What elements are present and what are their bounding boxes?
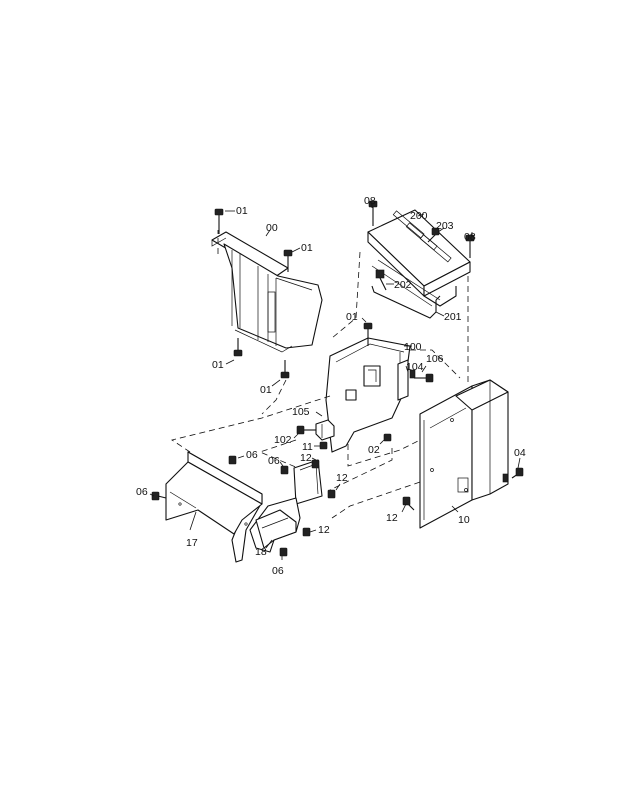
label-12: 12 [336,472,348,484]
bolt-06-c [151,491,167,501]
bolt-12-c [302,527,311,537]
bolt-02 [383,433,392,442]
label-00: 00 [266,222,278,234]
label-08: 08 [364,195,376,207]
label-202: 202 [394,279,412,291]
bolt-06-d [279,547,288,557]
label-10: 10 [458,514,470,526]
label-06: 06 [268,455,280,467]
cover-panel-18 [249,497,301,553]
label-01: 01 [301,242,313,254]
bolt-01-bottom [280,360,290,379]
bolt-01-bottom-left [233,338,243,357]
bolt-12-box [402,496,415,511]
bolt-01-top [214,208,224,234]
bolt-06-b [280,465,289,475]
bolt-01-right [283,249,293,272]
clip-104 [409,369,416,379]
rod-201 [371,285,441,319]
bolt-12-b [327,489,336,499]
cover-panel-17 [165,451,263,563]
bolt-01-center [363,322,373,346]
label-18: 18 [255,546,267,558]
cover-panel-00 [211,231,323,353]
leader-lines [149,204,521,560]
label-04: 04 [514,447,526,459]
bolt-08-right [465,234,475,258]
bolt-08-left [368,200,378,226]
label-201: 201 [444,311,462,323]
box-10 [419,379,509,529]
bolt-11 [319,441,328,450]
label-105: 105 [292,406,310,418]
label-12: 12 [318,524,330,536]
bolt-106 [414,373,434,383]
bolt-04 [511,467,524,479]
label-06: 06 [136,486,148,498]
part-labels: 01 00 01 01 01 08 200 203 08 202 201 01 … [136,195,526,577]
label-11: 11 [302,441,313,453]
switch-105 [315,419,335,441]
label-102: 102 [274,434,292,446]
label-02: 02 [368,444,380,456]
label-01: 01 [236,205,248,217]
label-01: 01 [346,311,358,323]
bolt-06-a [228,455,237,465]
label-17: 17 [186,537,198,549]
bolt-203 [427,227,440,243]
label-12: 12 [300,452,312,464]
plate-100 [325,337,411,453]
bracket-200 [367,209,471,307]
label-104: 104 [406,361,424,373]
label-06: 06 [272,565,284,577]
label-01: 01 [260,384,272,396]
label-01: 01 [212,359,224,371]
label-100: 100 [404,341,422,353]
label-12: 12 [386,512,398,524]
label-200: 200 [410,210,428,222]
bolt-12-a [311,459,320,469]
label-08: 08 [464,231,476,243]
bracket-12 [293,459,323,505]
label-106: 106 [426,353,444,365]
assembly-lines [171,230,469,519]
latch-202 [375,269,387,291]
label-203: 203 [436,220,454,232]
label-06: 06 [246,449,258,461]
bolt-102 [296,425,316,435]
